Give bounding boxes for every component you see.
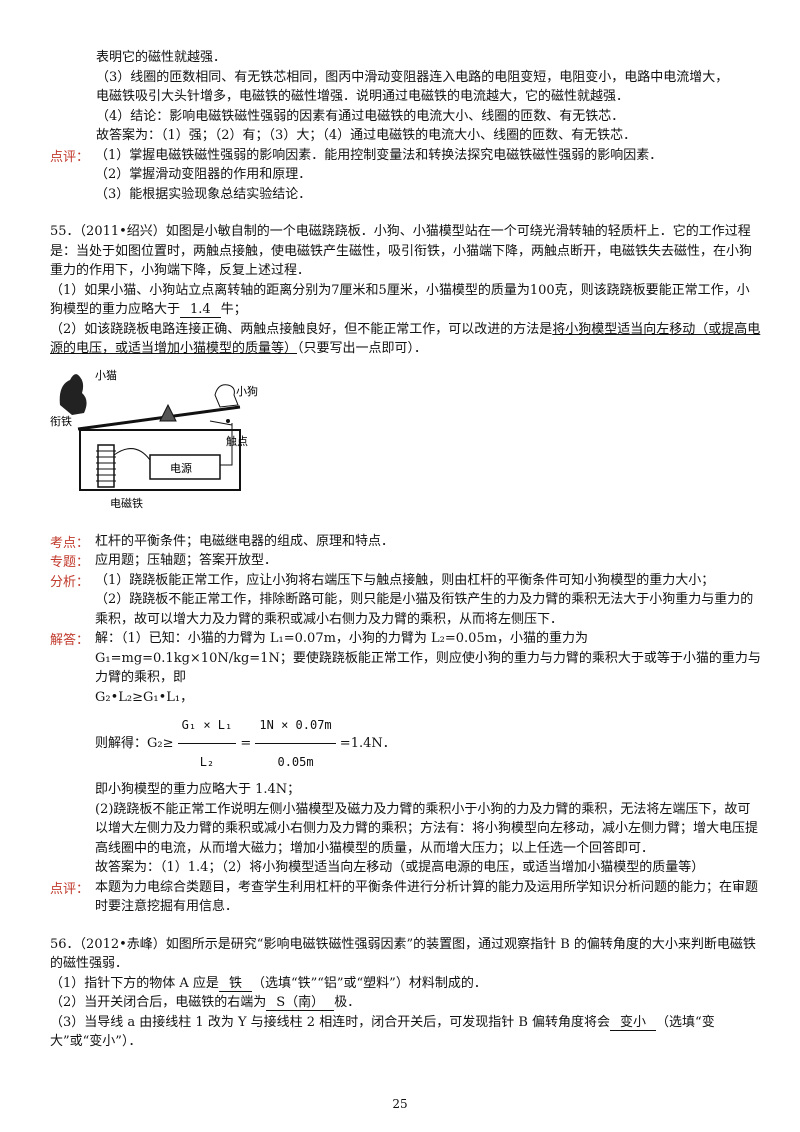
q56-answer-blank-1: 铁: [218, 976, 252, 992]
solution-line: 解：（1）已知：小猫的力臂为 L₁=0.07m，小狗的力臂为 L₂=0.05m，…: [95, 631, 761, 685]
prev-line: （4）结论：影响电磁铁磁性强弱的因素有通过电磁铁的电流大小、线圈的匝数、有无铁芯…: [96, 108, 625, 124]
q56-answer-blank-2: S（南）: [266, 995, 335, 1011]
fig-label-contact: 触点: [226, 434, 248, 448]
fig-label-cat: 小猫: [95, 369, 117, 382]
q56-answer-blank-3: 变小: [610, 1015, 657, 1031]
comment-line: （1）掌握电磁铁磁性强弱的影响因素．能用控制变量法和转换法探究电磁铁磁性强弱的影…: [95, 147, 663, 163]
q56-part1: （1）指针下方的物体 A 应是铁（选填“铁”“铝”或“塑料”）材料制成的．: [50, 975, 487, 992]
prev-line: 故答案为：（1）强；（2）有；（3）大；（4）通过电磁铁的电流大小、线圈的匝数、…: [96, 128, 637, 143]
wires: [113, 420, 233, 465]
q55-zhuanti: 专题： 应用题；压轴题；答案开放型．: [50, 551, 762, 571]
power-label: 电源: [170, 461, 192, 475]
kaodian-text: 杠杆的平衡条件；电磁继电器的组成、原理和特点．: [95, 533, 395, 549]
coil: [96, 450, 116, 481]
q55-kaodian: 考点： 杠杆的平衡条件；电磁继电器的组成、原理和特点．: [50, 532, 762, 552]
prev-line: （3）线圈的匝数相同、有无铁芯相同，图丙中滑动变阻器连入电路的电阻变短，电阻变小…: [96, 69, 729, 85]
fig-label-dog: 小狗: [236, 385, 258, 398]
q56-stem: 56．（2012•赤峰）如图所示是研究“影响电磁铁磁性强弱因素”的装置图，通过观…: [50, 936, 756, 972]
base-box: [79, 428, 241, 491]
contact-point: [226, 418, 230, 423]
q55-part2: （2）如该跷跷板电路连接正确、两触点接触良好，但不能正常工作，可以改进的方法是将…: [50, 321, 761, 357]
comment-line: （3）能根据实验现象总结实验结论．: [95, 186, 312, 202]
comment-label: 点评：: [50, 149, 90, 165]
fig-label-electromagnet: 电磁铁: [110, 497, 143, 510]
q56-part3: （3）当导线 a 由接线柱 1 改为 Y 与接线柱 2 相连时，闭合开关后，可发…: [50, 1014, 715, 1050]
solution-line: (2)跷跷板不能正常工作说明左侧小猫模型及磁力及力臂的乘积小于小狗的力及力臂的乘…: [95, 801, 759, 856]
page-number: 25: [392, 1097, 408, 1111]
dianping-label: 点评：: [50, 881, 90, 897]
electromagnet-core: [97, 443, 115, 488]
pivot: [159, 403, 177, 421]
comment-line: （2）掌握滑动变阻器的作用和原理．: [95, 167, 312, 182]
dog-icon: [214, 383, 239, 408]
prev-line: 表明它的磁性就越强．: [96, 50, 227, 65]
dianping-text: 本题为力电综合类题目，考查学生利用杠杆的平衡条件进行分析计算的能力及运用所学知识…: [95, 879, 759, 915]
solution-line: 即小狗模型的重力应略大于 1.4N；: [95, 782, 301, 797]
fenxi-line: （1）跷跷板能正常工作，应让小狗将右端压下与触点接触，则由杠杆的平衡条件可知小狗…: [95, 572, 715, 588]
zhuanti-text: 应用题；压轴题；答案开放型．: [95, 553, 278, 568]
jieda-label: 解答：: [50, 633, 90, 648]
fenxi-label: 分析：: [50, 574, 90, 590]
q55-answer-blank-2: 将小狗模型适当向左移动（或提高电源的电压，或适当增加小猫模型的质量等）: [50, 321, 761, 357]
prev-comment: 点评： （1）掌握电磁铁磁性强弱的影响因素．能用控制变量法和转换法探究电磁铁磁性…: [50, 146, 762, 205]
q55-dianping: 点评： 本题为力电综合类题目，考查学生利用杠杆的平衡条件进行分析计算的能力及运用…: [50, 878, 762, 917]
power-supply: [149, 453, 221, 480]
q55-fenxi: 分析： （1）跷跷板能正常工作，应让小狗将右端压下与触点接触，则由杠杆的平衡条件…: [50, 571, 762, 630]
seesaw-figure: 电源 小猫 小狗 衔铁 触点 电磁铁: [50, 369, 258, 510]
fenxi-line: （2）跷跷板不能正常工作，排除断路可能，则只能是小猫及衔铁产生的力及力臂的乘积无…: [95, 592, 754, 627]
kaodian-label: 考点：: [50, 535, 90, 551]
q55-jieda: 解答： 解：（1）已知：小猫的力臂为 L₁=0.07m，小狗的力臂为 L₂=0.…: [50, 629, 762, 878]
prev-line: 电磁铁吸引大头针增多，电磁铁的磁性增强．说明通过电磁铁的电流越大，它的磁性就越强…: [96, 89, 630, 104]
q55-stem: 55．（2011•绍兴）如图是小敏自制的一个电磁跷跷板．小狗、小猫模型站在一个可…: [50, 224, 753, 278]
fig-label-armature: 衔铁: [50, 415, 72, 428]
lever: [77, 405, 241, 430]
q55-answer-blank-1: 1.4: [180, 302, 221, 318]
zhuanti-label: 专题：: [50, 555, 90, 570]
cat-icon: [59, 373, 87, 415]
q55-part1: （1）如果小猫、小狗站立点离转轴的距离分别为7厘米和5厘米，小猫模型的质量为10…: [50, 282, 750, 318]
question-55: 55．（2011•绍兴）如图是小敏自制的一个电磁跷跷板．小狗、小猫模型站在一个可…: [50, 222, 762, 917]
solution-line: G₂•L₂≥G₁•L₁，: [95, 689, 194, 705]
solution-answer: 故答案为：（1）1.4；（2）将小狗模型适当向左移动（或提高电源的电压，或适当增…: [95, 860, 705, 875]
prev-answer-block: 表明它的磁性就越强． （3）线圈的匝数相同、有无铁芯相同，图丙中滑动变阻器连入电…: [50, 48, 762, 204]
document-page: 表明它的磁性就越强． （3）线圈的匝数相同、有无铁芯相同，图丙中滑动变阻器连入电…: [50, 48, 762, 1052]
question-56: 56．（2012•赤峰）如图所示是研究“影响电磁铁磁性强弱因素”的装置图，通过观…: [50, 935, 762, 1052]
